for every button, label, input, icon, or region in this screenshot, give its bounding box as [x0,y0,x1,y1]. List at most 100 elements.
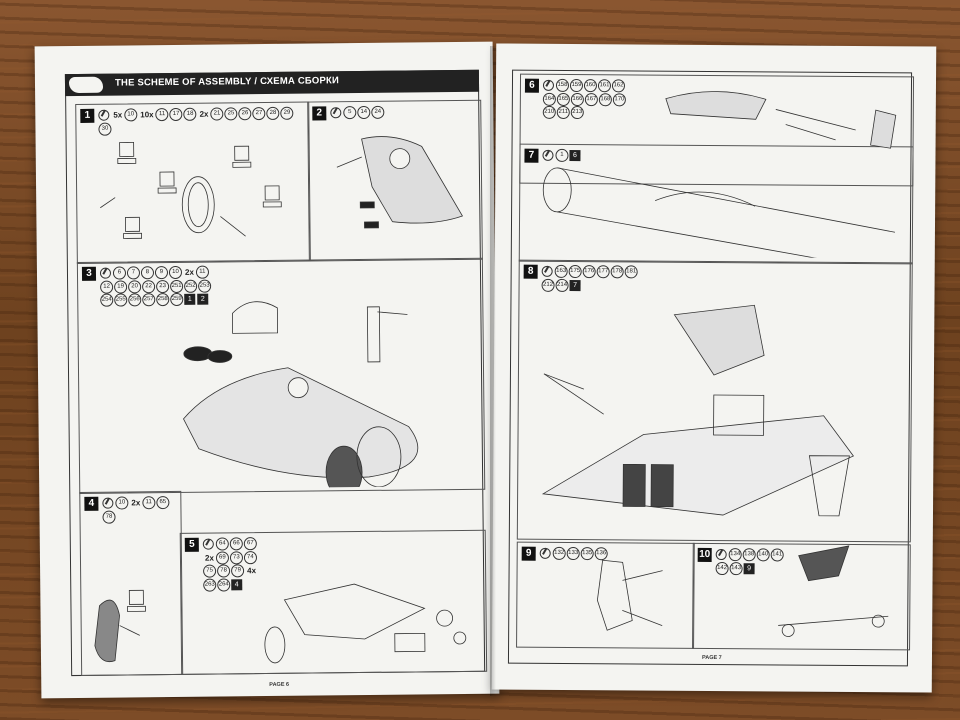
part-number-chip: 6 [112,266,127,280]
page-title: THE SCHEME OF ASSEMBLY / СХЕМА СБОРКИ [114,75,340,89]
part-number-chip: 10 [124,108,138,122]
part-number-chip: 78 [217,564,231,578]
glue-icon [542,80,555,92]
part-number-chip: 162 [611,79,626,93]
part-number-chip: 178 [610,265,624,279]
part-number-chip: 24 [371,106,385,120]
part-number-chip: 167 [584,92,598,106]
fuselage-tube-drawing [542,167,896,259]
quantity-multiplier: 10x [140,110,154,120]
part-number-chip: 17 [169,108,183,122]
decal-marker: 4 [231,578,243,590]
glue-icon [99,268,112,280]
instruction-page-left: THE SCHEME OF ASSEMBLY / СХЕМА СБОРКИ 1 … [34,41,500,699]
step-number: 10 [697,547,712,562]
glue-icon [102,498,114,510]
part-number-chip: 175 [568,265,582,279]
part-number-chip: 143 [729,561,743,575]
part-number-chip: 168 [598,92,612,107]
part-number-chip: 79 [231,564,245,578]
part-number-chip: 21 [210,107,224,121]
part-number-chip: 166 [570,92,584,106]
part-number-chip: 19 [114,280,128,294]
part-number-chip: 74 [243,550,257,565]
part-number-chip: 14 [357,106,371,120]
quantity-multiplier: 4x [247,566,257,576]
part-number-chip: 11 [142,496,156,510]
part-number-chip: 213 [570,106,584,120]
part-number-chip: 11 [155,108,169,122]
gear-leg-drawing [596,559,663,631]
part-number-chip: 69 [215,551,229,565]
part-number-chip: 138 [742,548,756,562]
brand-logo-icon [68,76,104,94]
part-number-chip: 264 [217,577,231,592]
part-number-chip: 177 [596,265,610,279]
book-spine-shadow [490,46,500,696]
part-number-chip: 164 [542,92,556,106]
part-number-chip: 5 [343,106,357,120]
part-number-chip: 66 [229,537,243,551]
quantity-multiplier: 2x [204,553,214,563]
glue-icon [539,548,551,560]
part-number-chip: 255 [114,293,128,307]
step-number: 6 [524,78,540,93]
fuselage-interior-drawing [541,304,855,516]
part-number-chip: 134 [728,548,742,562]
cockpit-assembly-drawing [183,301,419,490]
pilot-seat-drawing [94,589,146,663]
decal-marker: 7 [569,279,581,291]
part-number-chip: 176 [582,265,596,279]
step-number: 5 [184,537,199,552]
part-number-chip: 214 [555,278,569,292]
main-gear-drawing [778,455,889,637]
quantity-multiplier: 5x [113,110,123,120]
part-number-chip: 78 [102,510,116,524]
step-number: 1 [80,108,95,123]
part-number-chip: 10 [115,496,129,510]
step-number: 2 [312,106,327,121]
part-number-chip: 211 [556,106,570,120]
part-number-chip: 158 [555,79,570,93]
part-number-chip: 12 [100,280,114,294]
landing-gear-bay-drawing [264,583,467,664]
part-number-chip: 170 [612,93,626,107]
part-number-chip: 73 [229,551,243,565]
part-number-chip: 254 [100,293,114,307]
glue-icon [330,107,342,119]
part-number-chip: 181 [624,265,638,279]
part-number-chip: 26 [238,107,252,121]
fuselage-half-drawing [336,136,463,229]
step-number: 8 [523,264,538,279]
page-number: PAGE 6 [269,681,290,688]
step-number: 4 [84,496,99,511]
part-number-chip: 160 [583,79,598,93]
decal-marker: 9 [743,562,755,575]
part-number-chip: 142 [715,561,729,575]
step-number: 9 [521,546,536,561]
part-number-chip: 27 [252,107,266,121]
part-number-chip: 212 [541,278,555,292]
glue-icon [202,538,214,551]
part-number-chip: 28 [266,107,280,121]
glue-icon [541,266,553,278]
step-number: 3 [81,266,97,281]
part-number-chip: 67 [243,537,257,551]
part-number-chip: 18 [183,108,197,122]
seat-parts-drawing [100,141,282,239]
part-number-chip: 165 [556,92,570,106]
glue-icon [98,110,110,122]
part-number-chip: 75 [203,564,217,578]
part-number-chip: 163 [554,265,568,279]
quantity-multiplier: 2x [199,109,209,120]
part-number-chip: 65 [156,496,170,510]
part-number-chip: 210 [542,105,556,120]
page-number: PAGE 7 [701,654,722,662]
wing-flap-drawing [665,91,897,149]
part-number-chip: 29 [280,107,294,121]
quantity-multiplier: 2x [131,498,141,508]
